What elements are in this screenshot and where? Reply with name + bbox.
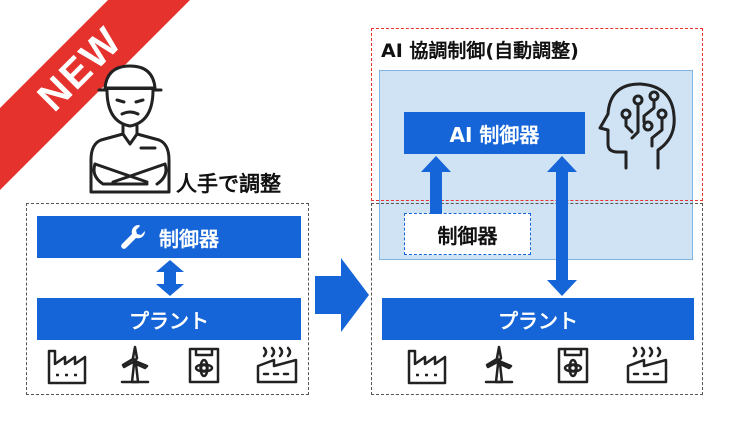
ai-controller-block: AI 制御器 <box>404 112 585 154</box>
left-bidirectional-arrow <box>156 260 184 296</box>
right-system-frame <box>371 203 703 395</box>
factory-icon <box>407 349 447 385</box>
left-controller-label: 制御器 <box>159 226 219 251</box>
right-bidirectional-arrow <box>547 156 577 296</box>
up-arrow <box>421 156 451 214</box>
transition-arrow <box>315 258 369 332</box>
wind-turbine-icon <box>484 345 514 384</box>
right-plant-label: プラント <box>498 308 578 333</box>
right-plant-block: プラント <box>382 298 694 340</box>
ai-brain-icon <box>598 82 676 170</box>
wrench-icon <box>121 224 146 249</box>
ai-scope-frame <box>371 28 703 201</box>
left-controller-block: 制御器 <box>37 216 301 258</box>
human-adjust-label: 人手で調整 <box>176 172 281 196</box>
left-system-frame <box>26 203 309 395</box>
left-plant-block: プラント <box>37 298 301 340</box>
ai-title: AI 協調制御(自動調整) <box>381 40 579 62</box>
right-controller-block: 制御器 <box>404 213 531 255</box>
left-plant-label: プラント <box>129 308 209 333</box>
wind-turbine-icon <box>120 345 150 384</box>
ai-controller-label: AI 制御器 <box>449 122 540 147</box>
factory-icon <box>47 349 87 385</box>
factory-smoke-icon <box>626 346 668 384</box>
power-plant-icon <box>188 347 220 384</box>
power-plant-icon <box>557 347 589 384</box>
worker-icon <box>89 64 171 194</box>
factory-smoke-icon <box>256 346 298 384</box>
right-controller-label: 制御器 <box>437 223 498 248</box>
